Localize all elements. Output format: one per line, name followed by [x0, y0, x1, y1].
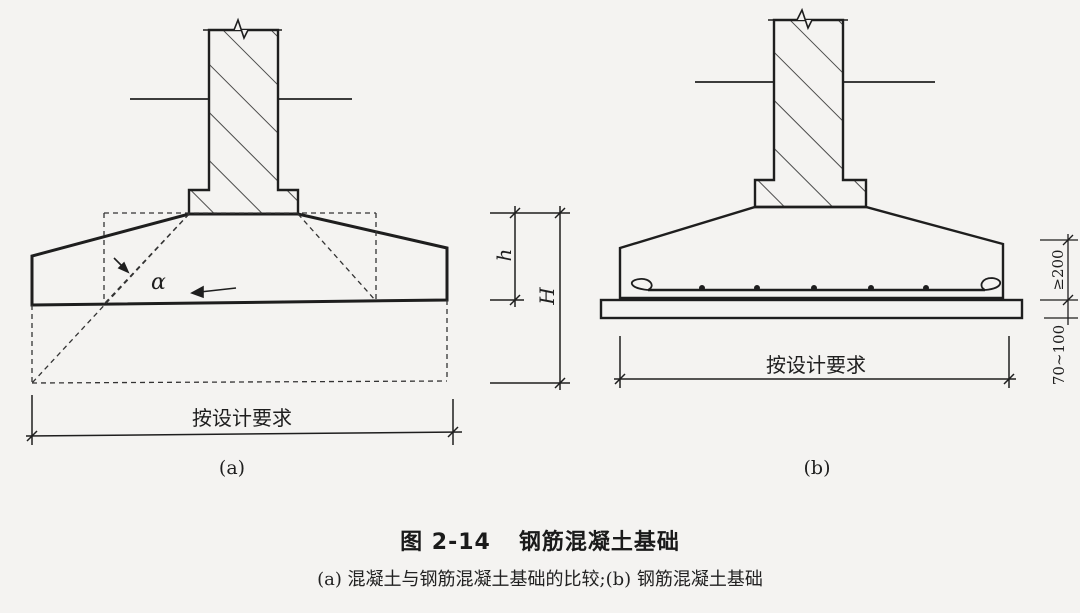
angle-arrows-a: [113, 257, 237, 299]
cover-dimension-b: [1040, 234, 1078, 325]
figure-number: 图 2-14: [400, 530, 491, 555]
diagram-a: α 按设计要求 (a): [25, 17, 463, 479]
footing-b: [618, 205, 1005, 300]
H-label: H: [535, 287, 559, 306]
break-mark-a: [203, 17, 282, 41]
dashed-comparison-a: [31, 212, 448, 384]
height-dimensions: [490, 206, 570, 390]
width-dimension-b: [614, 336, 1016, 388]
width-dimension-a: [25, 395, 463, 445]
panel-label-a: (a): [219, 457, 245, 479]
figure-title: 钢筋混凝土基础: [518, 530, 680, 555]
wall-a: [187, 17, 300, 216]
angle-label-a: α: [151, 270, 166, 295]
cushion-pad-b: [599, 298, 1024, 320]
h-label: h: [492, 249, 516, 262]
footing-a: [30, 212, 449, 307]
panel-label-b: (b): [804, 457, 831, 479]
break-mark-b: [768, 7, 848, 31]
rebar-b: [631, 277, 1002, 292]
pad-label-b: 70~100: [1050, 325, 1068, 385]
diagram-b: 按设计要求 (b) ≥200 70~100: [599, 7, 1078, 479]
cover-label-b: ≥200: [1049, 249, 1067, 290]
width-label-a: 按设计要求: [192, 406, 292, 430]
wall-b: [753, 7, 868, 209]
figure-caption: 图 2-14 钢筋混凝土基础: [0, 524, 1080, 556]
figure-subtitle: (a) 混凝土与钢筋混凝土基础的比较;(b) 钢筋混凝土基础: [317, 569, 763, 590]
width-label-b: 按设计要求: [766, 353, 866, 377]
